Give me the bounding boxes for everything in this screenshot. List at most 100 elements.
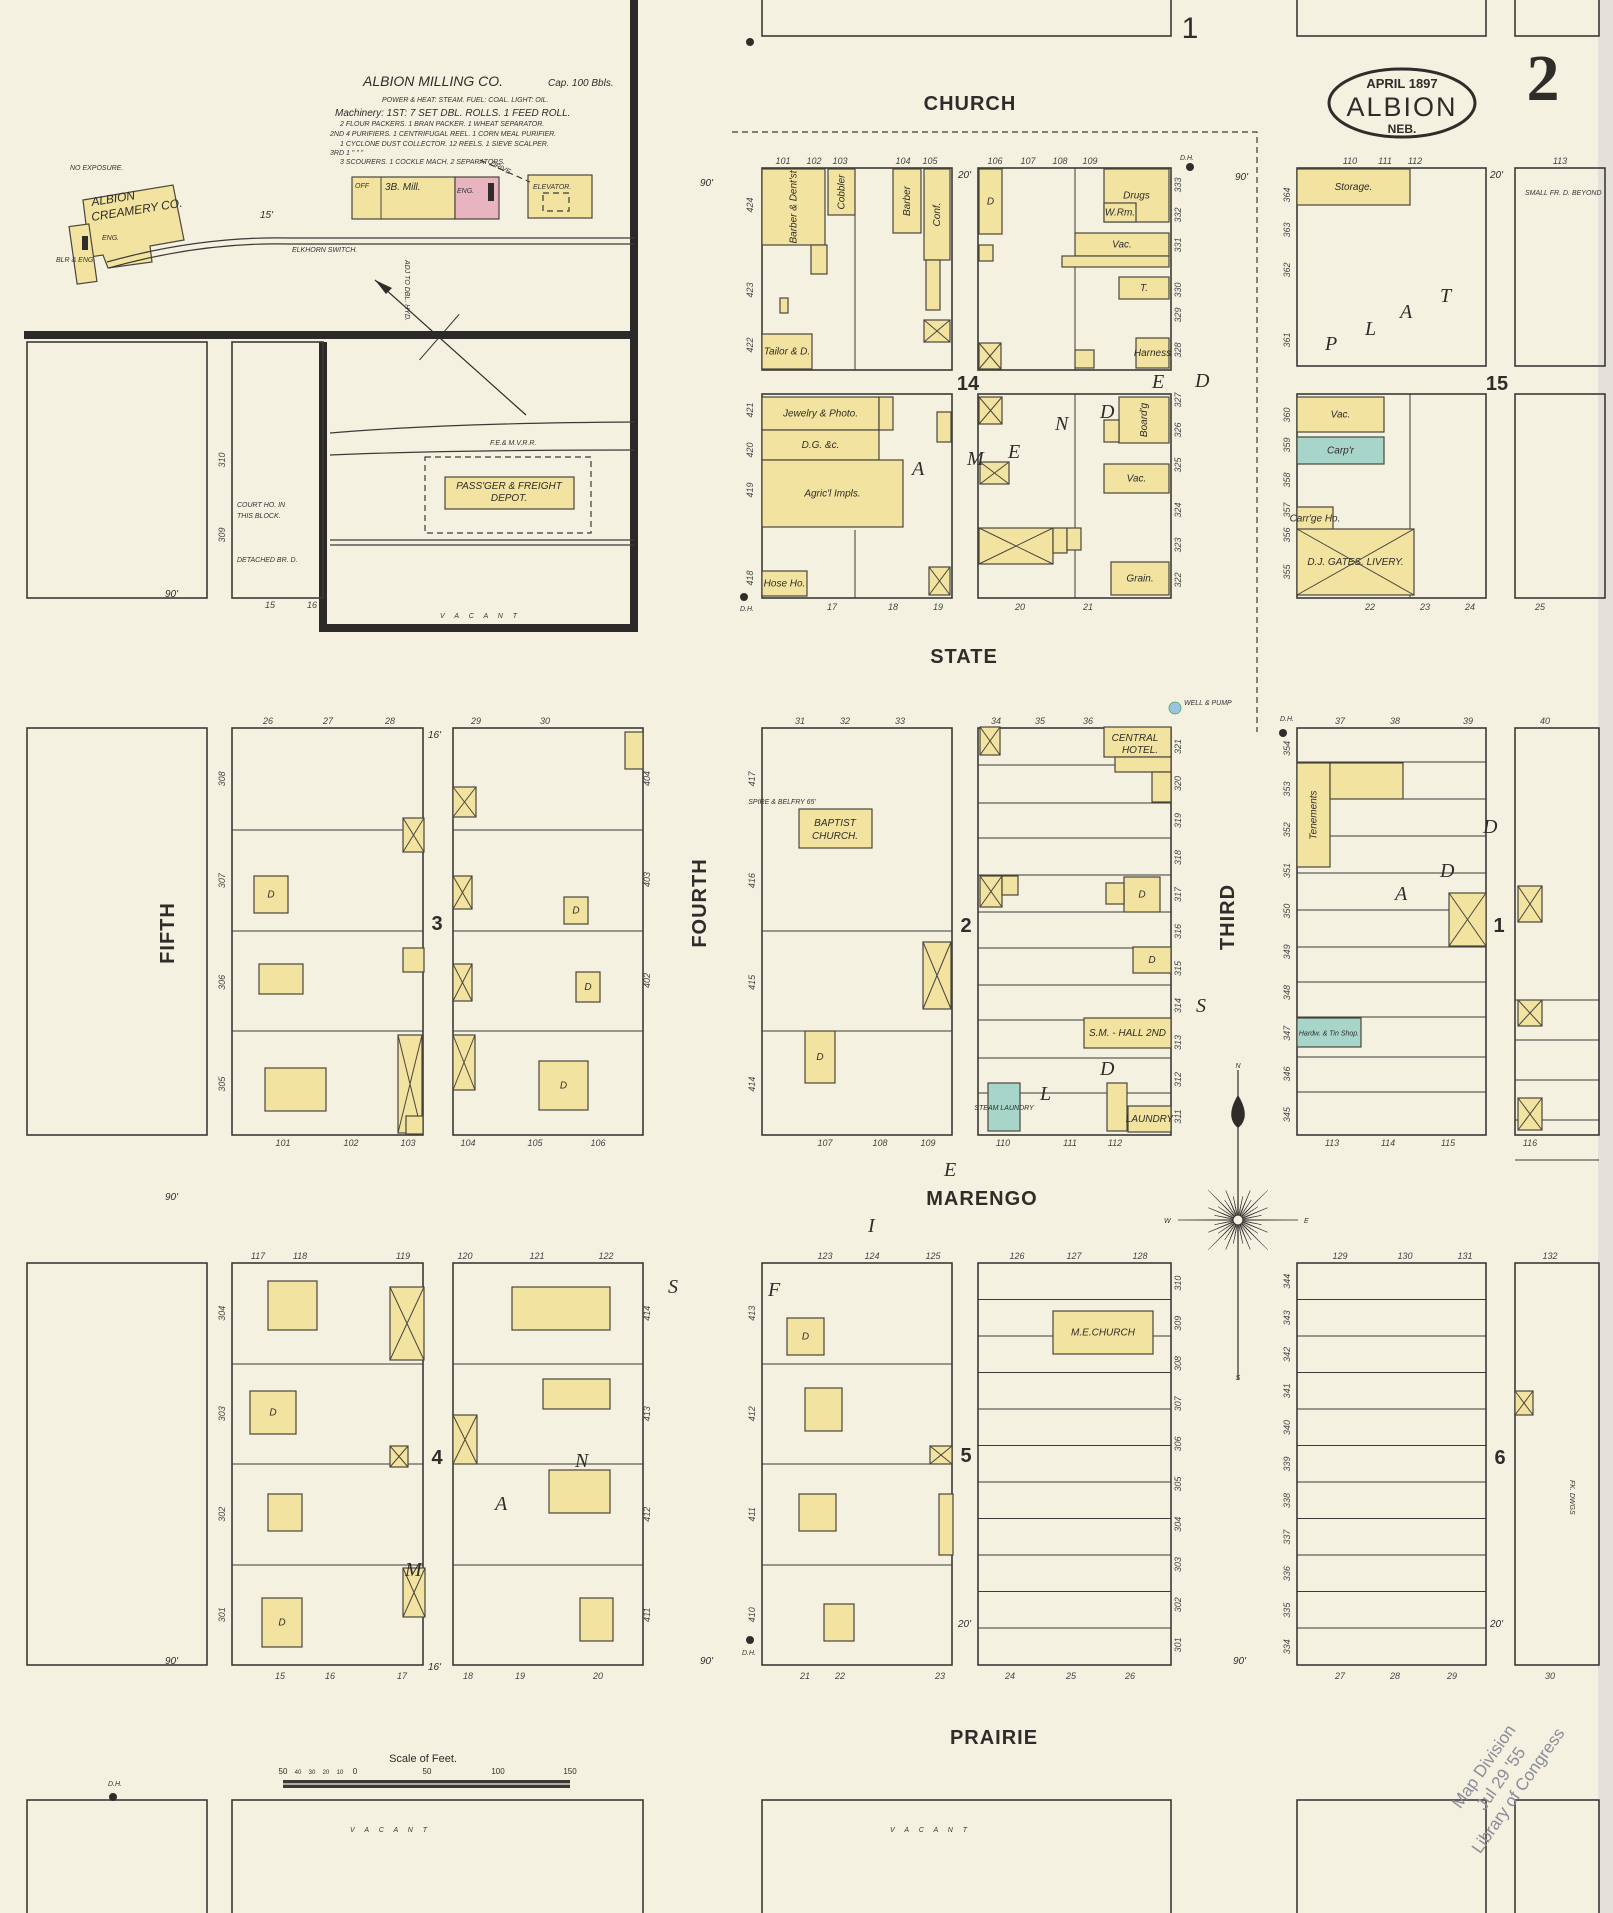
lot-number: 121 <box>529 1251 544 1261</box>
lot-number: 411 <box>747 1507 757 1521</box>
cross-mark <box>979 726 1001 756</box>
elkhorn-switch-track <box>108 243 634 269</box>
building <box>810 244 828 275</box>
building: Vac. <box>1296 396 1385 433</box>
plat-letter: D <box>1439 860 1455 882</box>
building <box>1105 882 1125 905</box>
cross-mark <box>928 566 951 596</box>
building-footprint <box>267 1280 318 1331</box>
building-label: STEAM LAUNDRY <box>974 1105 1035 1112</box>
lot-number: 101 <box>275 1138 290 1148</box>
plat-letter: L <box>1364 318 1376 340</box>
vacant-label: V A C A N T <box>890 1827 971 1834</box>
fire-limits-line <box>732 131 1258 732</box>
alley-width: 20' <box>1489 170 1504 181</box>
block-number: 4 <box>431 1447 443 1469</box>
machinery-line: 2 FLOUR PACKERS. 1 BRAN PACKER. 1 WHEAT … <box>339 121 544 128</box>
lot-number: 423 <box>745 282 755 297</box>
building <box>1448 892 1487 947</box>
compass-west: W <box>1164 1218 1172 1225</box>
lot-number: 339 <box>1282 1456 1292 1471</box>
scale-tick-label: 50 <box>423 1767 432 1776</box>
building: STEAM LAUNDRY <box>974 1082 1035 1132</box>
lot-number: 403 <box>642 872 652 887</box>
plat-letter: T <box>1440 285 1453 307</box>
building-label: Carr'ge Ho. <box>1290 514 1341 525</box>
building <box>267 1493 303 1532</box>
building <box>1514 1390 1534 1416</box>
lot-number: 422 <box>745 337 755 352</box>
plat-letter: A <box>493 1493 508 1515</box>
building: D <box>538 1060 589 1111</box>
block-outline <box>231 1799 644 1913</box>
lot-number: 410 <box>747 1607 757 1622</box>
town-name: ALBION <box>1346 92 1457 122</box>
cross-mark <box>452 1414 478 1465</box>
hydrant-icon <box>746 1636 754 1644</box>
lot-number: 21 <box>799 1671 810 1681</box>
plat-letter: F <box>767 1279 781 1301</box>
lot-number: 338 <box>1282 1493 1292 1508</box>
lot-number: 325 <box>1173 457 1183 473</box>
elevator-label: ELEVATOR. <box>533 184 571 191</box>
scale-tick-label: 150 <box>563 1767 577 1776</box>
drive-line <box>479 159 531 183</box>
cross-mark <box>979 461 1010 485</box>
sheet-number: 2 <box>1527 42 1560 115</box>
lot-number: 18 <box>463 1671 473 1681</box>
lot-number: 15 <box>265 600 276 610</box>
lot-number: 309 <box>1173 1316 1183 1331</box>
lot-number: 32 <box>840 716 850 726</box>
building-label: S.M. - HALL 2ND <box>1089 1028 1166 1039</box>
scale-tick-label: 40 <box>295 1770 302 1776</box>
street-church: CHURCH <box>924 93 1017 115</box>
lot-number: 21 <box>1082 602 1093 612</box>
cross-mark <box>979 875 1003 908</box>
lot-number: 31 <box>795 716 805 726</box>
boiler-label: BLR & ENG. <box>56 257 95 264</box>
distance-label: 15' <box>260 210 274 221</box>
building <box>389 1286 425 1361</box>
building-footprint <box>1066 527 1082 551</box>
building-label: D <box>1138 890 1145 901</box>
building-label: D <box>1148 955 1155 966</box>
block-number: 14 <box>957 373 980 395</box>
plat-letter: A <box>1393 883 1408 905</box>
building <box>402 817 425 853</box>
block-number: 15 <box>1486 373 1508 395</box>
street-marengo: MARENGO <box>926 1188 1037 1210</box>
street-width: 90' <box>165 589 179 600</box>
cross-mark <box>978 527 1054 565</box>
building: D <box>253 875 289 914</box>
building <box>823 1603 855 1642</box>
building-label: D.J. GATES. LIVERY. <box>1307 557 1403 568</box>
building-footprint <box>827 168 856 216</box>
property-line-north <box>24 0 638 339</box>
creamery-building <box>82 184 185 269</box>
building: Hose Ho. <box>761 570 808 597</box>
vacant-label: V A C A N T <box>440 613 521 620</box>
building-label: Board'g <box>1139 402 1150 437</box>
lot-number: 355 <box>1282 564 1292 580</box>
lot-number: 38 <box>1390 716 1400 726</box>
dh-label: D.H. <box>108 1781 122 1788</box>
lot-number: 329 <box>1173 307 1183 322</box>
building <box>929 1445 953 1465</box>
building-footprint <box>978 244 994 262</box>
building <box>1151 771 1172 803</box>
block-outline <box>1296 0 1487 37</box>
lot-number: 102 <box>343 1138 358 1148</box>
lot-number: 20 <box>592 1671 603 1681</box>
building: M.E.CHURCH <box>1052 1310 1154 1355</box>
plat-letter: D <box>1099 401 1115 423</box>
block-outline <box>26 1262 208 1666</box>
well-pump-label: WELL & PUMP <box>1184 700 1232 707</box>
building: D <box>575 971 601 1003</box>
alley-width: 20' <box>957 170 972 181</box>
building <box>542 1378 611 1410</box>
lot-number: 18 <box>888 602 898 612</box>
building <box>925 259 941 311</box>
depot-label: DEPOT. <box>491 493 527 504</box>
